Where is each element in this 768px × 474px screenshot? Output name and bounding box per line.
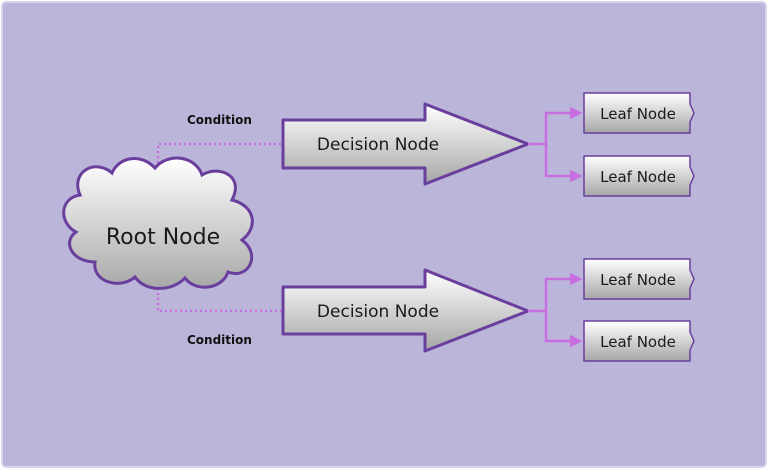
decision-node-top: Decision Node (281, 102, 530, 186)
decision-node-label-top: Decision Node (317, 135, 439, 155)
condition-label-bottom: Condition (187, 333, 252, 347)
leaf-connector-bottom-1 (528, 272, 583, 313)
decision-node-label-bottom: Decision Node (317, 302, 439, 322)
root-node: Root Node (62, 156, 254, 290)
condition-connector-bottom (156, 288, 283, 313)
leaf-connector-bottom-2 (544, 311, 583, 348)
leaf-node-3: Leaf Node (583, 258, 695, 300)
leaf-node-label-1: Leaf Node (600, 105, 676, 123)
leaf-node-label-2: Leaf Node (600, 168, 676, 186)
root-node-label: Root Node (106, 225, 220, 250)
decision-node-bottom: Decision Node (281, 268, 530, 353)
leaf-connector-top-1 (528, 106, 583, 146)
leaf-node-label-4: Leaf Node (600, 333, 676, 351)
leaf-node-label-3: Leaf Node (600, 271, 676, 289)
leaf-node-1: Leaf Node (583, 92, 695, 134)
condition-label-top: Condition (187, 113, 252, 127)
leaf-connector-top-2 (544, 144, 583, 183)
leaf-node-2: Leaf Node (583, 155, 695, 197)
leaf-node-4: Leaf Node (583, 320, 695, 362)
